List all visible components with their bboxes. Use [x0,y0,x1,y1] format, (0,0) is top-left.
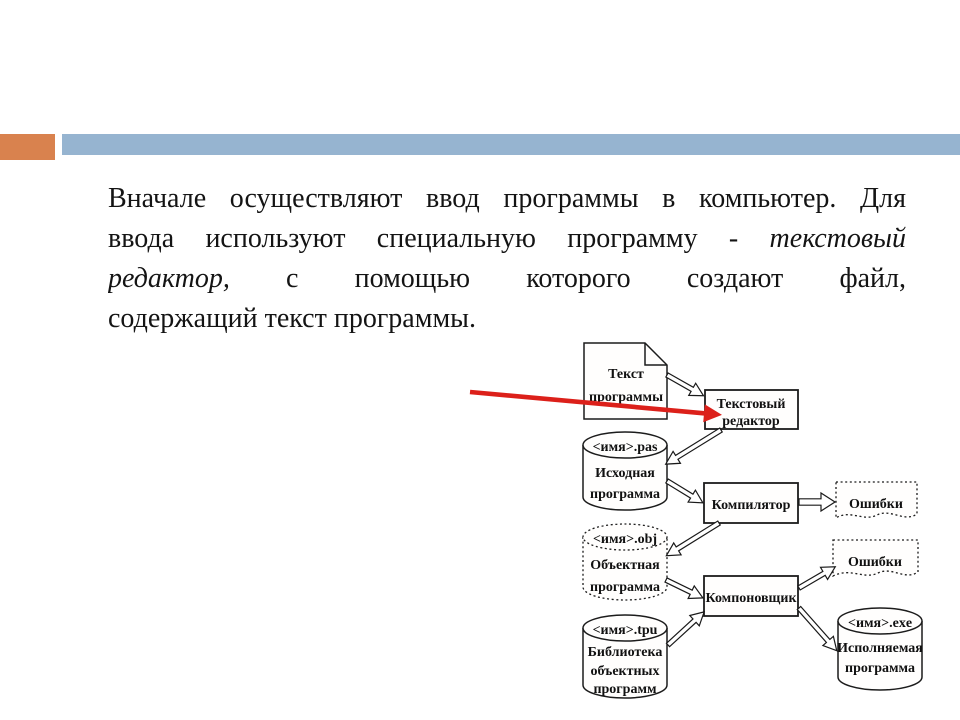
arrow-pas-to-compiler [664,478,704,504]
paragraph-text: ввода используют специальную программу - [108,223,770,254]
obj-label: Объектная [590,558,660,573]
paragraph-text: с помощью которого создают файл, [229,263,906,294]
intro-paragraph: Вначале осуществляют ввод программы в ко… [108,179,906,339]
obj-cylinder: <имя>.obj Объектная программа [582,523,668,601]
pas-cylinder: <имя>.pas Исходная программа [582,431,668,511]
red-pointer-arrow [469,389,722,423]
compilation-flow-diagram: Текст программы Текстовый редактор <имя>… [469,342,923,699]
tpu-cylinder: <имя>.tpu Библиотека объектных программ [582,614,668,699]
tpu-label: программ [593,682,657,697]
linker-box: Компоновщик [703,575,799,617]
errors-label: Ошибки [848,555,902,570]
source-doc-shape: Текст программы [583,342,668,420]
accent-bar-orange [0,134,55,160]
arrow-linker-to-exe [796,605,838,652]
paragraph-line-3: редактор, с помощью которого создают фай… [108,259,906,299]
pas-label: программа [590,487,660,502]
arrow-obj-to-linker [664,577,705,600]
exe-file-label: <имя>.exe [848,616,912,631]
paragraph-line-4: содержащий текст программы. [108,299,906,339]
arrow-tpu-to-linker [665,611,706,648]
tpu-label: Библиотека [588,645,663,660]
obj-label: программа [590,580,660,595]
arrow-compiler-to-obj [665,520,722,557]
arrow-linker-to-errors [797,566,837,591]
paragraph-line-1: Вначале осуществляют ввод программы в ко… [108,179,906,219]
errors-label: Ошибки [849,497,903,512]
arrow-compiler-to-errors [798,491,837,513]
exe-label: Исполняемая [837,641,923,656]
linker-label: Компоновщик [705,591,797,606]
exe-cylinder: <имя>.exe Исполняемая программа [837,607,923,691]
errors-doc-1: Ошибки [835,481,918,520]
source-doc-label: программы [589,390,663,405]
paragraph-text: Вначале осуществляют ввод программы в ко… [108,183,906,214]
accent-bar-blue [62,134,960,155]
tpu-file-label: <имя>.tpu [593,623,658,638]
paragraph-line-2: ввода используют специальную программу -… [108,219,906,259]
errors-doc-2: Ошибки [832,539,919,578]
arrow-doc-to-editor [665,372,705,397]
text-editor-label: редактор [722,414,780,429]
paragraph-text: содержащий текст программы. [108,303,476,334]
paragraph-text-italic: текстовый [769,223,906,254]
source-doc-label: Текст [608,367,644,382]
arrow-editor-to-pas [664,427,724,465]
compiler-label: Компилятор [712,498,791,513]
text-editor-box: Текстовый редактор [704,389,799,430]
tpu-label: объектных [591,664,660,679]
pas-file-label: <имя>.pas [593,440,658,455]
compiler-box: Компилятор [703,482,799,524]
pas-label: Исходная [595,466,655,481]
text-editor-label: Текстовый [717,397,786,412]
paragraph-text-italic: редактор, [108,263,230,294]
obj-file-label: <имя>.obj [593,532,657,547]
exe-label: программа [845,661,915,676]
